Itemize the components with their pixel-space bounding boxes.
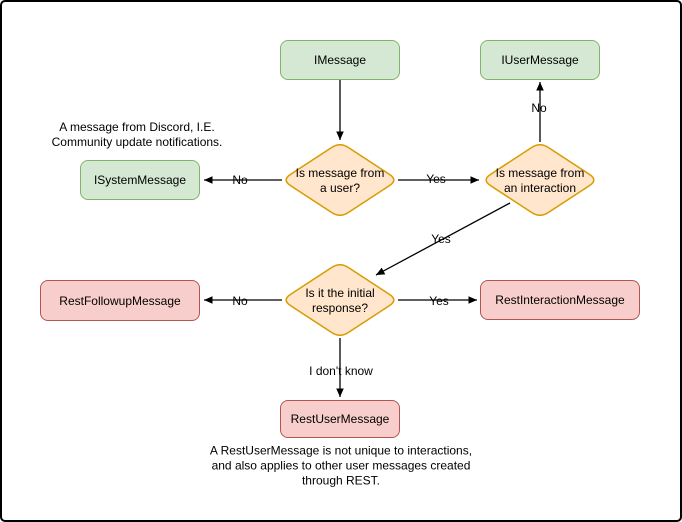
node-restinteractionmessage-label: RestInteractionMessage (495, 293, 625, 307)
decision-is-message-from-interaction (485, 143, 595, 217)
edge-label-yes-initial-response: Yes (431, 232, 451, 246)
node-restfollowupmessage-label: RestFollowupMessage (59, 293, 181, 308)
annotation-rest-user-message-note: A RestUserMessage is not unique to inter… (209, 443, 473, 488)
arrow-yes-to-initial-response (375, 202, 511, 276)
node-isystemmessage: ISystemMessage (80, 160, 200, 200)
edge-label-no-restfollowupmessage: No (232, 294, 248, 308)
node-restinteractionmessage: RestInteractionMessage (480, 280, 640, 320)
node-restusermessage: RestUserMessage (280, 400, 400, 438)
node-restfollowupmessage: RestFollowupMessage (40, 280, 200, 321)
edge-label-yes-from-interaction: Yes (426, 172, 446, 186)
edge-label-no-isystemmessage: No (232, 173, 248, 187)
node-isystemmessage-label: ISystemMessage (93, 173, 187, 187)
edge-label-i-dont-know: I don't know (309, 364, 373, 378)
node-imessage: IMessage (280, 40, 400, 80)
edge-label-no-iusermessage: No (531, 101, 547, 115)
decision-is-message-from-user (285, 143, 395, 217)
decision-is-initial-response (285, 263, 395, 337)
node-imessage-label: IMessage (313, 53, 367, 67)
annotation-system-message-note: A message from Discord, I.E. Community u… (51, 120, 223, 149)
node-iusermessage: IUserMessage (480, 40, 600, 80)
node-iusermessage-label: IUserMessage (501, 53, 579, 67)
edge-label-yes-restinteractionmessage: Yes (429, 294, 449, 308)
node-restusermessage-label: RestUserMessage (290, 412, 390, 426)
